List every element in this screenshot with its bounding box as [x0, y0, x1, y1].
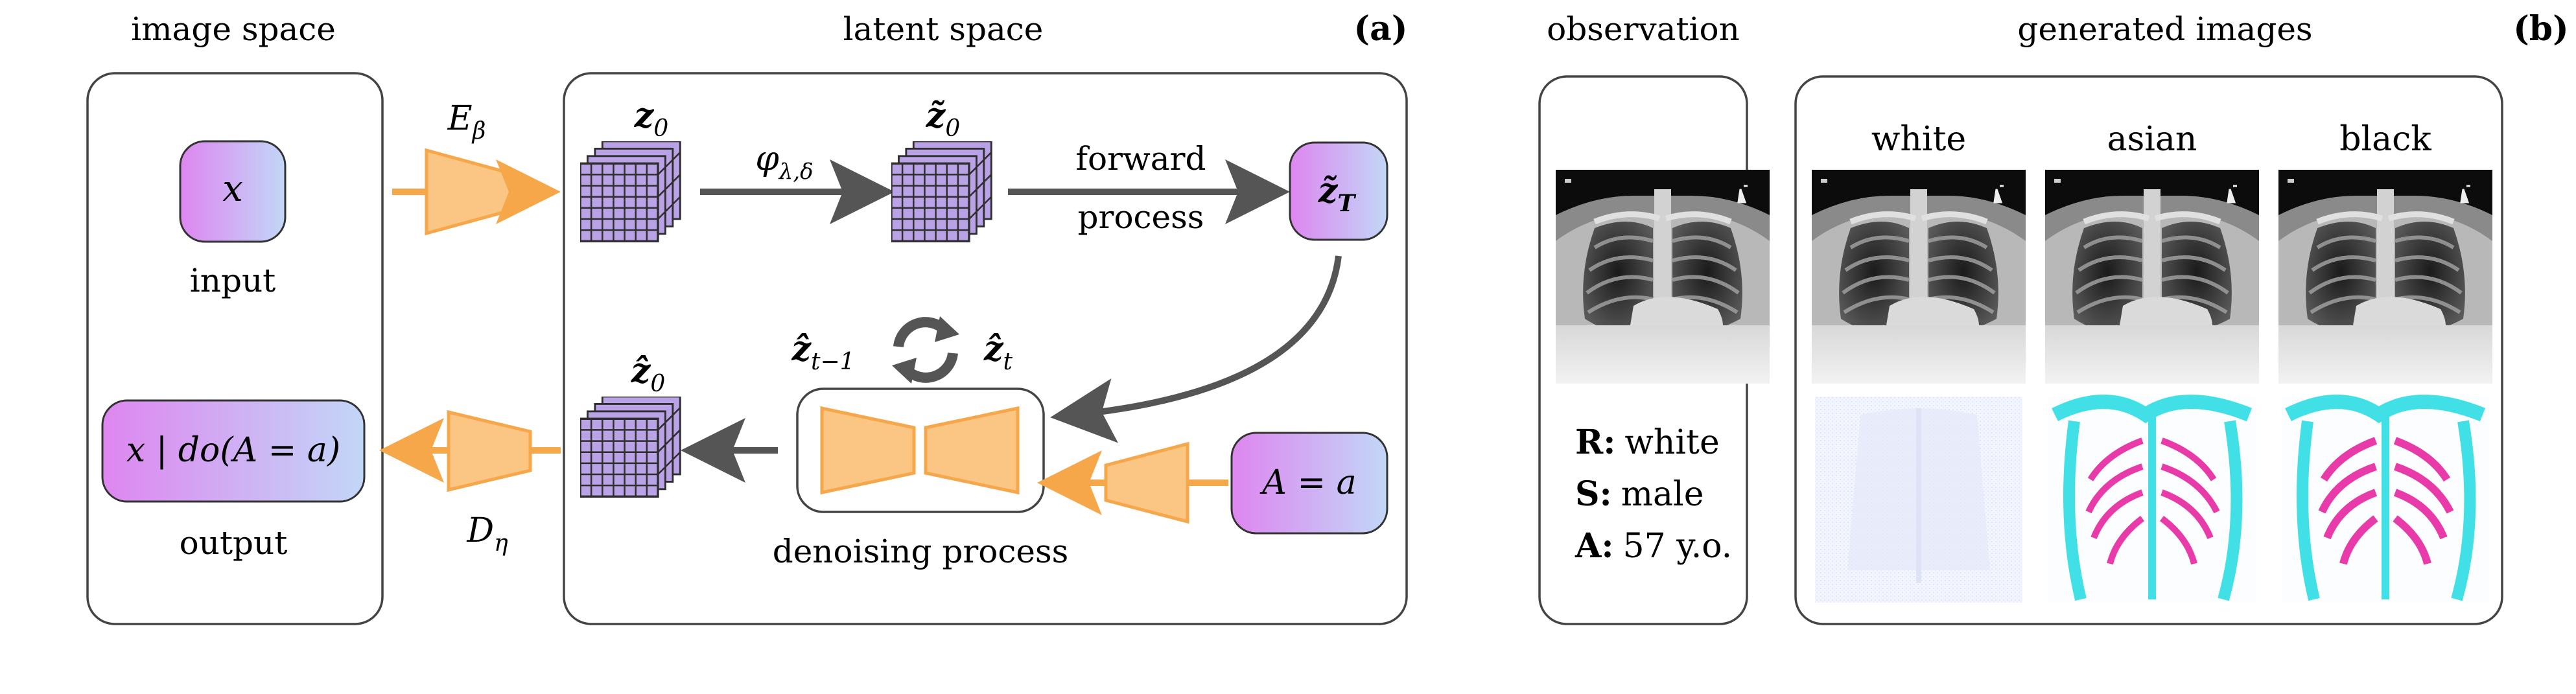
- generated-xray-white: [1812, 170, 2026, 384]
- difference-map-white: [1815, 397, 2022, 603]
- forward-label-1: forward: [1075, 140, 1206, 178]
- column-label-black: black: [2339, 120, 2431, 159]
- attr-age: A:57 y.o.: [1575, 526, 1732, 566]
- output-label: output: [180, 524, 288, 562]
- generated-xray-asian: [2045, 170, 2259, 384]
- decoder-label: Dη: [466, 511, 508, 557]
- attr-sex: S:male: [1575, 474, 1704, 514]
- zt1-hat-label: ẑt−1: [791, 329, 854, 375]
- denoiser-encoder-shape: [820, 406, 916, 495]
- zT-node: [1289, 141, 1388, 241]
- encoder-label: Eβ: [447, 99, 486, 145]
- column-label-asian: asian: [2107, 120, 2197, 159]
- column-label-white: white: [1871, 120, 1966, 159]
- observation-title: observation: [1547, 10, 1740, 48]
- observation-attributes: R:white S:male A:57 y.o.: [1575, 422, 1732, 566]
- output-expression: x | do(A = a): [126, 431, 340, 470]
- decoder: [379, 410, 561, 492]
- input-node: [179, 140, 287, 243]
- latent-space-box: [563, 72, 1408, 625]
- denoise-label: denoising process: [773, 533, 1069, 570]
- panel-a-tag: (a): [1354, 9, 1408, 49]
- input-symbol: x: [222, 168, 243, 210]
- input-label: input: [190, 262, 276, 299]
- observation-xray: [1556, 170, 1770, 384]
- difference-map-black: [2282, 395, 2489, 603]
- condition-encoder: [1037, 441, 1228, 524]
- attr-race: R:white: [1575, 422, 1720, 462]
- condition-label: A = a: [1259, 463, 1356, 502]
- generated-box: [1794, 75, 2503, 625]
- output-node: [101, 399, 366, 503]
- panel-b-tag: (b): [2513, 9, 2569, 49]
- z0-grid: [580, 141, 682, 242]
- zT-label: z̃T: [1318, 171, 1357, 217]
- generated-title: generated images: [2017, 10, 2312, 48]
- image-space-box: [86, 72, 384, 625]
- z0-label: z0: [634, 96, 668, 142]
- z0-tilde-label: z̃0: [926, 96, 960, 142]
- image-space-title: image space: [131, 10, 336, 48]
- zT-to-denoiser-arrow: [1050, 255, 1342, 443]
- refresh-cycle-icon: [892, 316, 959, 384]
- difference-map-asian: [2048, 395, 2256, 603]
- condition-node: [1230, 432, 1388, 535]
- encoder: [392, 148, 561, 236]
- denoiser-decoder-shape: [924, 406, 1020, 495]
- forward-label-2: process: [1078, 198, 1204, 236]
- generated-xray-black: [2278, 170, 2492, 384]
- z0-hat-label: ẑ0: [631, 351, 665, 397]
- zt-hat-label: ẑt: [983, 329, 1013, 375]
- z0-hat-grid: [580, 397, 682, 498]
- phi-label: φλ,δ: [755, 139, 813, 185]
- latent-space-title: latent space: [843, 10, 1044, 48]
- z0-tilde-grid: [891, 141, 993, 242]
